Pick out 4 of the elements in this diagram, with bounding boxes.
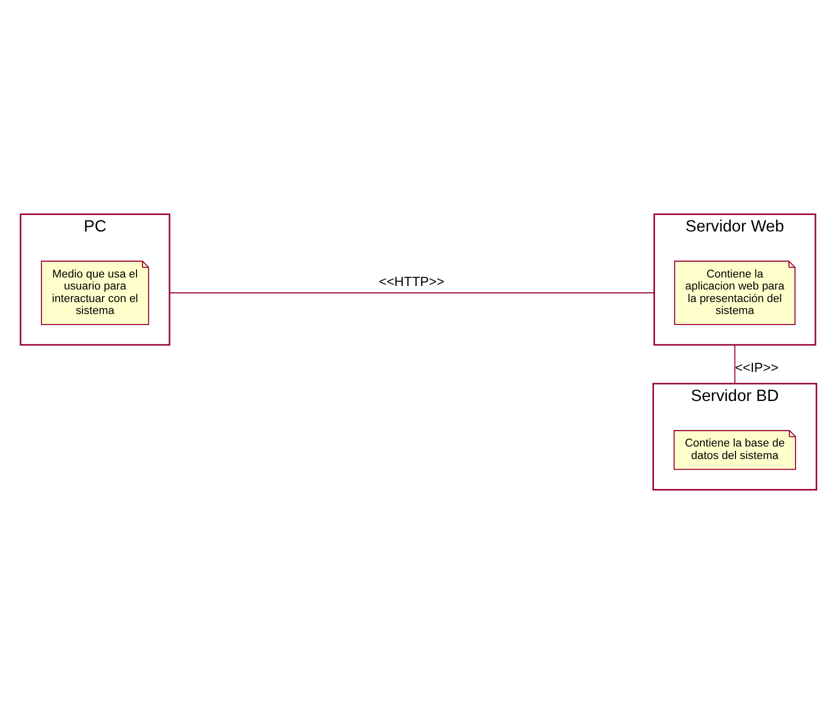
connector <box>734 344 736 384</box>
connector <box>170 292 654 294</box>
edge-label: <<HTTP>> <box>378 274 444 290</box>
edge-label: <<IP>> <box>735 360 779 375</box>
